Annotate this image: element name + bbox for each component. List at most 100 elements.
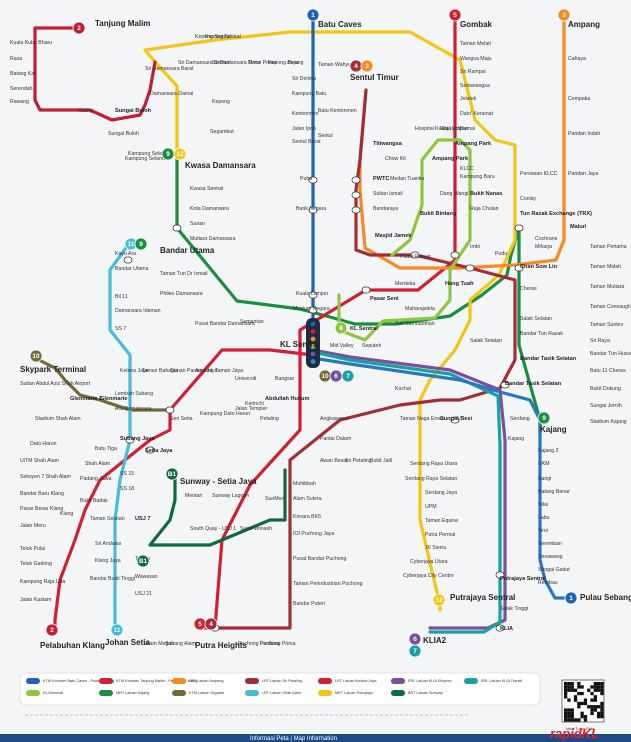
station-162[interactable]: Dato Harun (30, 441, 57, 447)
station-205[interactable]: USJ 7 (135, 516, 151, 522)
station-51[interactable]: Mid Valley (330, 343, 354, 349)
station-214[interactable]: Mentari (185, 493, 202, 499)
station-194[interactable]: Kampung Dato Harun (200, 411, 250, 417)
station-5[interactable]: Sentul (318, 133, 333, 139)
station-65[interactable]: Jelatek (460, 96, 477, 102)
station-82[interactable]: Chan Sow Lin (520, 264, 558, 270)
station-0[interactable]: Batu Caves (318, 20, 362, 29)
station-48[interactable]: Maharajalela (405, 306, 435, 312)
station-213[interactable]: Sunway - Setia Jaya (180, 477, 257, 486)
station-133[interactable]: KLIA2 (423, 636, 447, 645)
station-96[interactable]: Kajang (540, 425, 567, 434)
station-99[interactable]: Bandar Tun Razak (520, 331, 563, 337)
station-190[interactable]: Angkasapuri (320, 416, 349, 422)
station-49[interactable]: Tun Sambanthan (395, 321, 435, 327)
station-30[interactable]: Semantan (240, 319, 264, 325)
station-156[interactable]: Sungai Buloh (115, 108, 152, 114)
station-181[interactable]: Kelana Jaya (120, 368, 149, 374)
station-18[interactable]: Damansara Damai (150, 91, 193, 97)
station-93[interactable]: Bukit Dukung (590, 386, 621, 392)
station-124[interactable]: Taman Equine (425, 518, 458, 524)
station-25[interactable]: Mutiara Damansara (190, 236, 236, 242)
station-94[interactable]: Sungai Jernih (590, 403, 622, 409)
station-134[interactable]: Awan Besar (320, 458, 348, 464)
station-197[interactable]: Setia Jaya (145, 448, 173, 454)
station-174[interactable]: Ara Damansara (115, 406, 151, 412)
station-1[interactable]: Taman Wahyu (318, 62, 351, 68)
station-60[interactable]: Gombak (460, 20, 493, 29)
station-128[interactable]: Cyberjaya City Centre (403, 573, 454, 579)
station-111[interactable]: Seremban (538, 541, 562, 547)
station-118[interactable]: Taman Naga Emas (400, 416, 445, 422)
station-104[interactable]: Kajang 2 (538, 448, 559, 454)
station-173[interactable]: Glenmarie 2 (70, 396, 102, 402)
station-59[interactable]: Ampang Park (455, 141, 492, 147)
station-137[interactable]: Kinrara BK5 (293, 514, 321, 520)
station-68[interactable]: Hospital Kuala Lumpur (415, 126, 468, 132)
station-163[interactable]: UiTM Shah Alam (20, 458, 59, 464)
station-142[interactable]: Puchong Prima (260, 641, 296, 647)
station-203[interactable]: SS 15 (120, 471, 134, 477)
station-64[interactable]: Setiawangsa (460, 83, 490, 89)
station-149[interactable]: Tanjung Malim (95, 19, 150, 28)
station-152[interactable]: Batang Kali (10, 71, 37, 77)
station-201[interactable]: Bukit Badak (80, 498, 108, 504)
station-53[interactable]: Bukit Bintang (420, 211, 457, 217)
station-73[interactable]: Tun Razak Exchange (TRX) (520, 211, 592, 217)
station-46[interactable]: Merdeka (395, 281, 415, 287)
station-177[interactable]: Bandar Utama (115, 266, 149, 272)
station-11[interactable]: Segambut (210, 129, 234, 135)
station-157[interactable]: Kepong Sentral (195, 34, 231, 40)
station-79[interactable]: Cempaka (568, 96, 590, 102)
station-119[interactable]: Sungai Besi (440, 416, 472, 422)
station-139[interactable]: Pusat Bandar Puchong (293, 556, 346, 562)
station-35[interactable]: Putra (300, 176, 313, 182)
station-63[interactable]: Sri Rampai (460, 69, 486, 75)
station-140[interactable]: Taman Perindustrian Puchong (293, 581, 363, 587)
station-4[interactable]: Kentonmen (292, 111, 319, 117)
station-113[interactable]: Sungai Gadut (538, 567, 570, 573)
station-182[interactable]: Taman Bahagia (142, 368, 178, 374)
station-69[interactable]: Raja Uda (440, 126, 462, 132)
station-38[interactable]: Bandaraya (373, 206, 398, 212)
station-74[interactable]: Cochrane (535, 236, 558, 242)
station-62[interactable]: Wangsa Maju (460, 56, 492, 62)
station-95[interactable]: Stadium Kajang (590, 419, 627, 425)
station-41[interactable]: Titiwangsa (373, 141, 403, 147)
station-117[interactable]: Kuchai (395, 386, 411, 392)
station-12[interactable]: Metro Prima (248, 60, 276, 66)
station-171[interactable]: Jalan Kastam (20, 597, 51, 603)
qr-code[interactable]: Muat Turun Peta (561, 679, 605, 731)
station-14[interactable]: Jinjang (287, 60, 304, 66)
station-168[interactable]: Teluk Pulai (20, 546, 45, 552)
station-77[interactable]: Ampang (568, 20, 600, 29)
station-145[interactable]: Subang Alam (165, 641, 196, 647)
station-108[interactable]: Nilai (538, 502, 548, 508)
station-180[interactable]: SS 7 (115, 326, 126, 332)
station-80[interactable]: Pandan Indah (568, 131, 600, 137)
station-151[interactable]: Rasa (10, 56, 22, 62)
station-71[interactable]: Persiaran KLCC (520, 171, 558, 177)
station-159[interactable]: Skypark Terminal (20, 365, 86, 374)
station-143[interactable]: Puchong Perdana (238, 641, 280, 647)
station-209[interactable]: Taman Selatan (90, 516, 125, 522)
station-138[interactable]: IOI Puchong Jaya (293, 531, 334, 537)
station-175[interactable]: Lembah Subang (115, 391, 153, 397)
station-220[interactable]: Bukit Jalil (370, 458, 392, 464)
station-132[interactable]: KLIA (500, 626, 513, 632)
station-200[interactable]: Padang Jawa (80, 476, 112, 482)
station-155[interactable]: Kuang (78, 108, 93, 114)
station-90[interactable]: Sri Raya (590, 338, 610, 344)
station-81[interactable]: Pandan Jaya (568, 171, 598, 177)
station-161[interactable]: Stadium Shah Alam (35, 416, 81, 422)
station-21[interactable]: Kwasa Damansara (185, 161, 256, 170)
station-183[interactable]: Taman Paramount (170, 368, 213, 374)
station-115[interactable]: Pulau Sebang (580, 593, 631, 602)
station-191[interactable]: Pantai Dalam (320, 436, 351, 442)
station-8[interactable]: Sri Delima (292, 76, 316, 82)
station-212[interactable]: Bandar Bukit Tinggi (90, 576, 135, 582)
station-85[interactable]: Taman Pertama (590, 244, 627, 250)
station-58[interactable]: Ampang Park (432, 156, 469, 162)
station-178[interactable]: Bil 11 (115, 294, 128, 300)
station-43[interactable]: Masjid Jamek (375, 233, 412, 239)
